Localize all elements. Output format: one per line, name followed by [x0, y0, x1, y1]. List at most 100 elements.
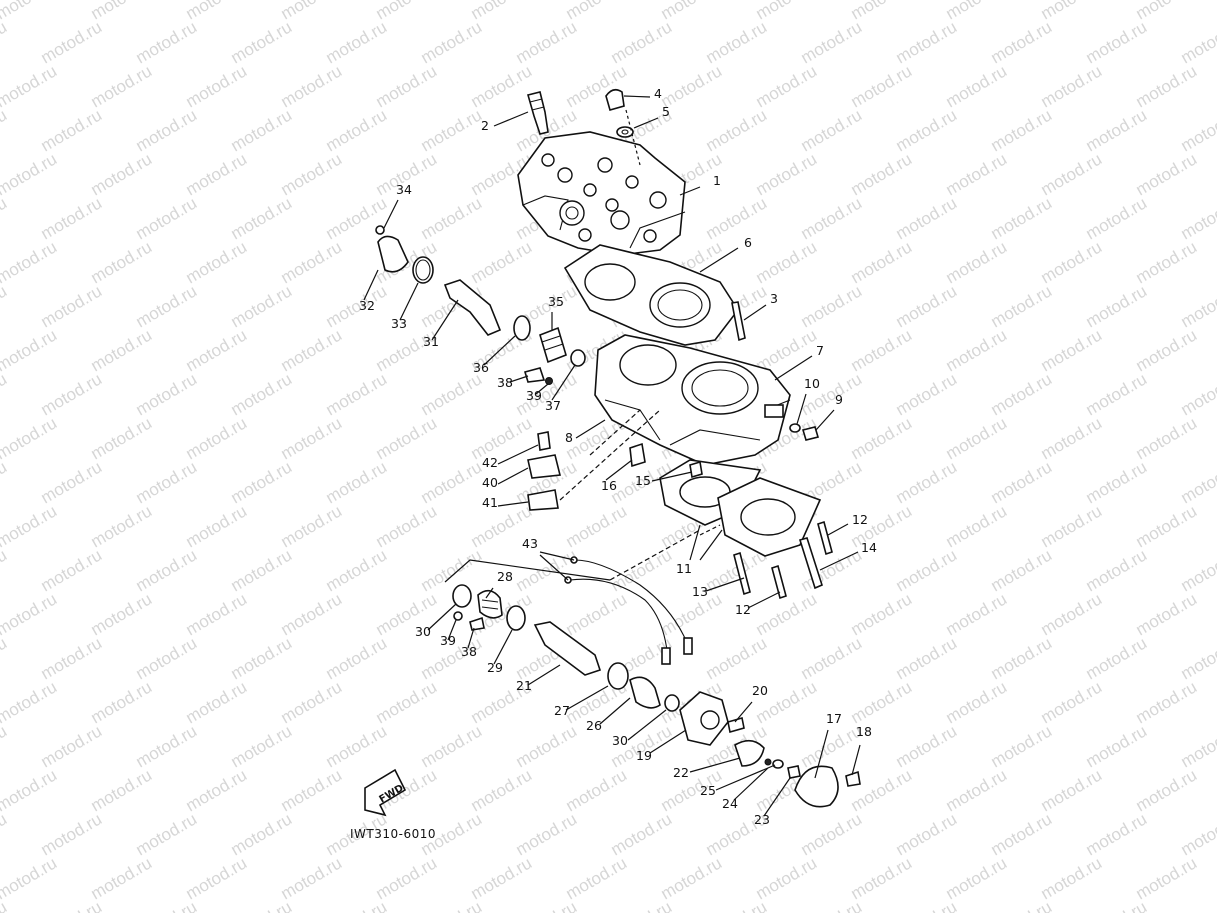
watermark-text: motod.ru: [848, 853, 916, 903]
watermark-text: motod.ru: [848, 413, 916, 463]
watermark-text: motod.ru: [1133, 765, 1201, 815]
watermark-text: motod.ru: [133, 721, 201, 771]
leader-line-c36: [483, 335, 516, 366]
watermark-text: motod.ru: [228, 105, 296, 155]
watermark-text: motod.ru: [703, 633, 771, 683]
watermark-text: motod.ru: [88, 853, 156, 903]
watermark-text: motod.ru: [468, 0, 536, 23]
watermark-text: motod.ru: [753, 237, 821, 287]
watermark-text: motod.ru: [418, 17, 486, 67]
watermark-text: motod.ru: [418, 545, 486, 595]
callout-c31: 31: [423, 334, 439, 349]
watermark-text: motod.ru: [278, 589, 346, 639]
watermark-text: motod.ru: [1083, 721, 1151, 771]
callout-c20: 20: [752, 683, 768, 698]
leader-line-c15: [651, 471, 693, 482]
watermark-text: motod.ru: [373, 853, 441, 903]
watermark-text: motod.ru: [183, 413, 251, 463]
callout-c40: 40: [482, 475, 498, 490]
watermark-text: motod.ru: [468, 765, 536, 815]
watermark-text: motod.ru: [0, 633, 10, 683]
watermark-text: motod.ru: [1038, 0, 1106, 23]
leader-line-c4: [623, 95, 651, 98]
leader-line-c9: [815, 409, 835, 431]
exhaust-valve-assembly-upper: [375, 225, 586, 385]
watermark-text: motod.ru: [988, 897, 1056, 913]
callout-c39a: 39: [526, 388, 542, 403]
leader-line-c18: [851, 744, 861, 776]
watermark-text: motod.ru: [133, 897, 201, 913]
callout-c21: 21: [516, 678, 532, 693]
watermark-text: motod.ru: [88, 149, 156, 199]
watermark-text: motod.ru: [513, 17, 581, 67]
callout-c8: 8: [565, 430, 573, 445]
leader-line-c2: [493, 111, 529, 127]
watermark-text: motod.ru: [1178, 457, 1217, 507]
watermark-text: motod.ru: [323, 105, 391, 155]
leader-line-c39b: [447, 619, 457, 641]
watermark-text: motod.ru: [608, 809, 676, 859]
watermark-text: motod.ru: [418, 457, 486, 507]
watermark-text: motod.ru: [943, 325, 1011, 375]
callout-c41: 41: [482, 495, 498, 510]
watermark-text: motod.ru: [38, 809, 106, 859]
watermark-text: motod.ru: [88, 0, 156, 23]
watermark-text: motod.ru: [943, 61, 1011, 111]
callout-c30a: 30: [415, 624, 431, 639]
leader-line-c39a: [535, 383, 549, 395]
watermark-text: motod.ru: [893, 281, 961, 331]
leader-line-c17: [814, 729, 829, 779]
cylinder-block: [594, 334, 791, 466]
leader-line-c26: [599, 697, 631, 725]
watermark-text: motod.ru: [228, 897, 296, 913]
watermark-text: motod.ru: [0, 721, 10, 771]
leader-line-c16: [605, 459, 633, 481]
leader-line-c20: [734, 701, 753, 723]
callout-c23: 23: [754, 812, 770, 827]
callout-c3: 3: [770, 291, 778, 306]
leader-line-c6: [699, 247, 739, 273]
watermark-text: motod.ru: [278, 501, 346, 551]
watermark-text: motod.ru: [1083, 897, 1151, 913]
watermark-text: motod.ru: [228, 809, 296, 859]
watermark-text: motod.ru: [323, 545, 391, 595]
watermark-text: motod.ru: [1133, 0, 1201, 23]
watermark-text: motod.ru: [943, 237, 1011, 287]
watermark-text: motod.ru: [848, 0, 916, 23]
leader-line-c23: [763, 777, 791, 817]
watermark-text: motod.ru: [848, 61, 916, 111]
watermark-text: motod.ru: [1038, 61, 1106, 111]
callout-c1: 1: [713, 173, 721, 188]
watermark-text: motod.ru: [563, 853, 631, 903]
watermark-text: motod.ru: [323, 721, 391, 771]
watermark-text: motod.ru: [513, 809, 581, 859]
watermark-text: motod.ru: [88, 677, 156, 727]
callout-c28: 28: [497, 569, 513, 584]
callout-c18: 18: [856, 724, 872, 739]
watermark-text: motod.ru: [1083, 17, 1151, 67]
watermark-text: motod.ru: [323, 17, 391, 67]
callout-c5: 5: [662, 104, 670, 119]
watermark-text: motod.ru: [988, 105, 1056, 155]
watermark-text: motod.ru: [988, 633, 1056, 683]
watermark-text: motod.ru: [943, 413, 1011, 463]
watermark-text: motod.ru: [753, 589, 821, 639]
leader-line-c12a: [827, 523, 849, 536]
watermark-text: motod.ru: [798, 633, 866, 683]
watermark-text: motod.ru: [658, 0, 726, 23]
watermark-text: motod.ru: [0, 149, 60, 199]
callout-c32: 32: [359, 298, 375, 313]
callout-c19: 19: [636, 748, 652, 763]
watermark-text: motod.ru: [1083, 193, 1151, 243]
watermark-text: motod.ru: [228, 193, 296, 243]
watermark-text: motod.ru: [1083, 633, 1151, 683]
watermark-text: motod.ru: [703, 193, 771, 243]
watermark-text: motod.ru: [988, 457, 1056, 507]
watermark-text: motod.ru: [418, 105, 486, 155]
leader-line-c38b: [467, 627, 475, 649]
watermark-text: motod.ru: [133, 193, 201, 243]
exhaust-valve-cables: [564, 556, 693, 665]
callout-c35: 35: [548, 294, 564, 309]
